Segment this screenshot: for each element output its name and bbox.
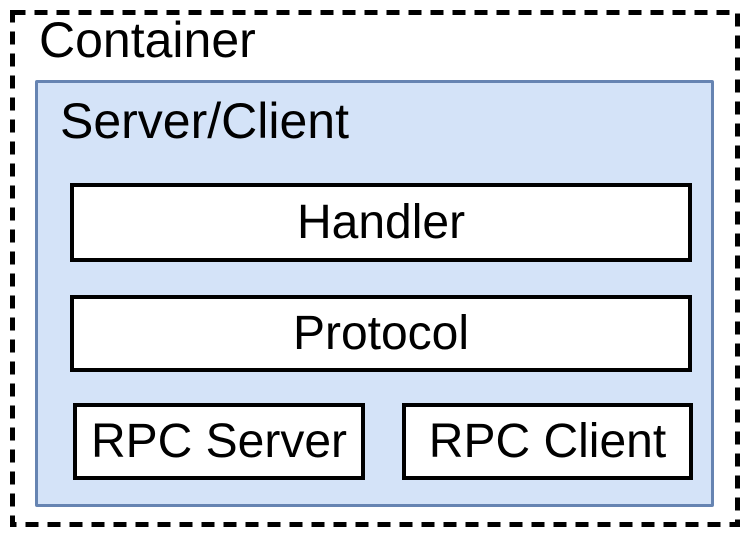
handler-box: Handler (70, 183, 692, 262)
rpc-client-label: RPC Client (428, 414, 667, 468)
server-client-label: Server/Client (60, 93, 349, 149)
protocol-box: Protocol (70, 295, 692, 372)
rpc-server-label: RPC Server (90, 414, 348, 468)
server-client-group: Server/Client Handler Protocol RPC Serve… (35, 80, 714, 507)
rpc-client-box: RPC Client (402, 403, 693, 480)
handler-label: Handler (296, 195, 466, 249)
rpc-server-box: RPC Server (73, 403, 365, 480)
protocol-label: Protocol (292, 306, 470, 360)
container-label: Container (39, 12, 256, 68)
